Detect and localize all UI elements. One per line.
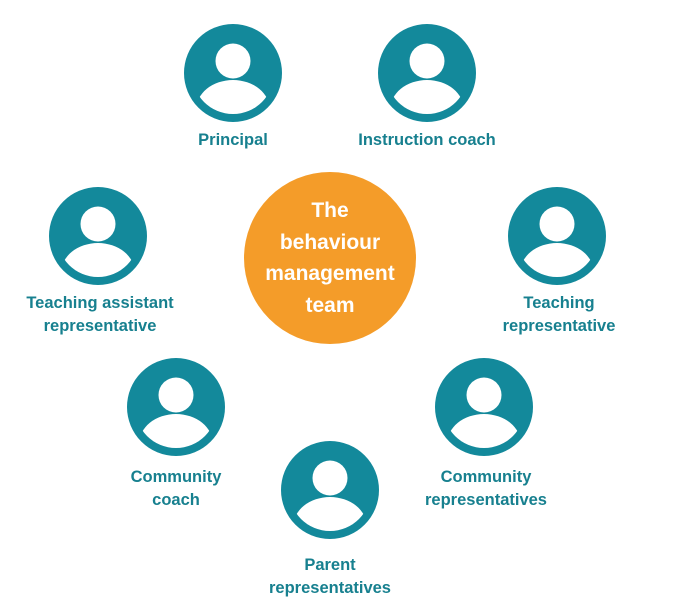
member-label-community-coach: Community coach <box>66 466 286 512</box>
member-label-line: Community <box>440 468 532 486</box>
member-label-line: representative <box>43 317 157 335</box>
person-icon <box>508 187 606 285</box>
member-label-parent-representatives: Parent representatives <box>220 554 440 600</box>
person-icon <box>435 358 533 456</box>
member-label-line: coach <box>152 491 200 509</box>
member-label-line: Instruction coach <box>358 131 496 149</box>
member-label-teaching-representative: Teaching representative <box>449 292 669 338</box>
member-label-line: representatives <box>269 579 391 597</box>
member-label-line: Principal <box>198 131 268 149</box>
member-label-line: Community <box>130 468 222 486</box>
person-icon <box>378 24 476 122</box>
member-label-line: representative <box>502 317 616 335</box>
member-label-teaching-assistant-representative: Teaching assistant representative <box>0 292 210 338</box>
center-title-line: The <box>311 199 349 222</box>
member-label-instruction-coach: Instruction coach <box>317 129 537 152</box>
person-icon <box>281 441 379 539</box>
member-label-line: Teaching assistant <box>26 294 174 312</box>
person-icon <box>49 187 147 285</box>
member-label-community-representatives: Community representatives <box>376 466 596 512</box>
member-label-line: Parent <box>304 556 356 574</box>
person-icon <box>184 24 282 122</box>
member-label-line: Teaching <box>523 294 595 312</box>
person-icon <box>127 358 225 456</box>
center-title-line: team <box>305 293 355 317</box>
member-label-line: representatives <box>425 491 547 509</box>
center-circle: The behaviour management team <box>244 172 416 344</box>
center-title-line: management <box>265 262 395 285</box>
center-title-line: behaviour <box>279 230 381 254</box>
member-label-principal: Principal <box>123 129 343 152</box>
